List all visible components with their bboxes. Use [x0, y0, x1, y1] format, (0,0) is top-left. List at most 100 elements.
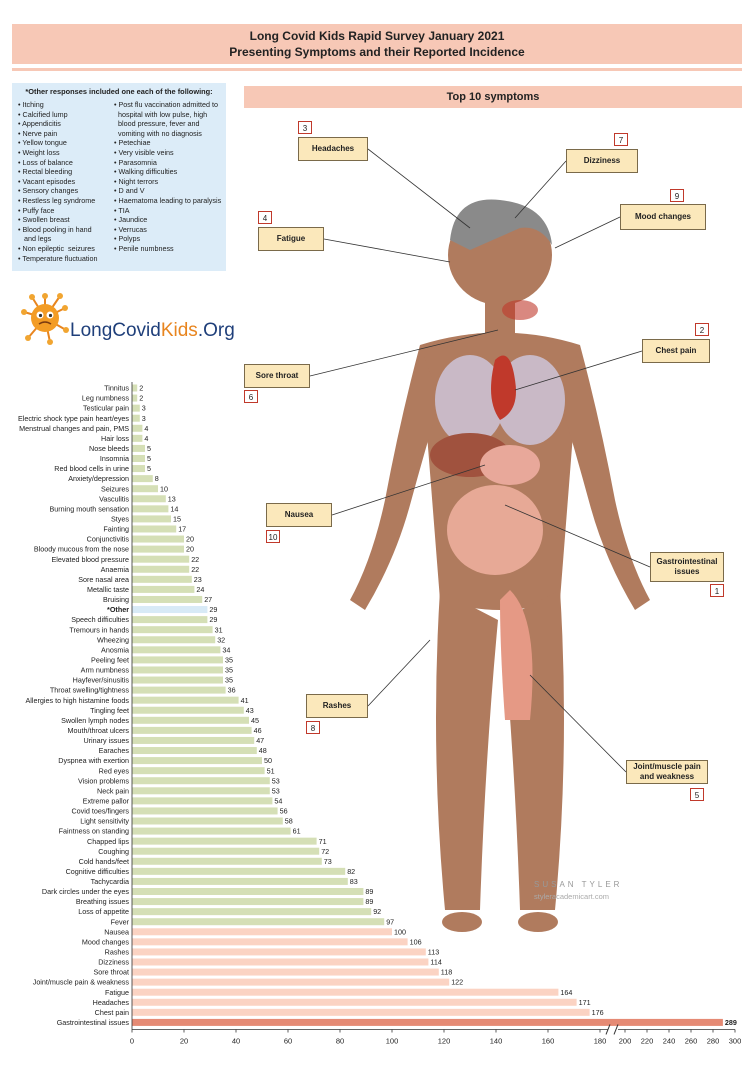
- category-label: Faintness on standing: [59, 827, 129, 836]
- bar: [132, 747, 257, 755]
- category-label: Fainting: [103, 525, 129, 534]
- bar: [132, 797, 273, 805]
- value-label: 92: [373, 907, 381, 916]
- category-label: Vasculitis: [99, 494, 129, 503]
- category-label: Menstrual changes and pain, PMS: [19, 424, 129, 433]
- bar: [132, 827, 291, 835]
- value-label: 71: [319, 837, 327, 846]
- other-response-item: • Penile numbness: [114, 243, 174, 253]
- category-label: Hair loss: [101, 434, 129, 443]
- bar: [132, 636, 216, 644]
- category-label: Styes: [111, 515, 129, 524]
- category-label: Nose bleeds: [89, 444, 129, 453]
- value-label: 53: [272, 776, 280, 785]
- credit-site: styleracademicart.com: [534, 892, 610, 901]
- value-label: 100: [394, 927, 406, 936]
- bar: [132, 575, 192, 583]
- callout-mood-changes: Mood changes: [620, 204, 706, 230]
- other-response-item: • Non epileptic seizures: [18, 243, 95, 253]
- other-response-item: • Puffy face: [18, 205, 55, 215]
- value-label: 17: [178, 525, 186, 534]
- category-label: Gastrointestinal issues: [57, 1018, 130, 1027]
- bar: [132, 565, 190, 573]
- other-response-item: • Yellow tongue: [18, 138, 67, 148]
- bar: [132, 817, 283, 825]
- bar: [132, 515, 171, 523]
- category-label: Coughing: [98, 847, 129, 856]
- other-response-item: blood pressure, fever and: [114, 119, 200, 129]
- other-response-item: • Itching: [18, 100, 44, 109]
- value-label: 31: [215, 625, 223, 634]
- value-label: 10: [160, 484, 168, 493]
- value-label: 289: [725, 1018, 737, 1027]
- value-label: 24: [196, 585, 204, 594]
- category-label: Seizures: [101, 484, 129, 493]
- category-label: Dyspnea with exertion: [58, 756, 129, 765]
- bar: [132, 928, 392, 936]
- value-label: 118: [441, 968, 452, 977]
- leader-line: [514, 160, 567, 219]
- bar: [132, 585, 195, 593]
- value-label: 20: [186, 545, 194, 554]
- bar: [132, 837, 317, 845]
- axis-break-mark: [613, 1024, 619, 1035]
- value-label: 3: [142, 414, 146, 423]
- value-label: 5: [147, 464, 151, 473]
- category-label: Allergies to high histamine foods: [26, 696, 130, 705]
- other-response-item: • Calcified lump: [18, 109, 68, 119]
- value-label: 89: [365, 897, 373, 906]
- bar: [132, 807, 278, 815]
- x-tick-label: 280: [707, 1036, 720, 1045]
- callout-rank: 5: [690, 788, 704, 801]
- bar: [132, 968, 439, 976]
- logo-text: LongCovidKids.Org: [70, 320, 235, 341]
- value-label: 46: [254, 726, 262, 735]
- value-label: 54: [274, 796, 282, 805]
- other-response-item: • Jaundice: [114, 215, 148, 225]
- category-label: *Other: [107, 605, 129, 614]
- other-responses-heading: *Other responses included one each of th…: [25, 87, 213, 96]
- bar: [132, 888, 364, 895]
- leader-line: [529, 674, 627, 773]
- category-label: Arm numbness: [81, 666, 130, 675]
- callout-nausea: Nausea: [266, 503, 332, 527]
- x-tick-label: 40: [232, 1036, 240, 1045]
- category-label: Swollen lymph nodes: [61, 716, 129, 725]
- x-tick-label: 120: [438, 1036, 451, 1045]
- value-label: 48: [259, 746, 267, 755]
- other-response-item: • Night terrors: [114, 176, 159, 186]
- title-banner: Long Covid Kids Rapid Survey January 202…: [12, 24, 742, 64]
- category-label: Extreme pallor: [83, 796, 130, 805]
- category-label: Red blood cells in urine: [54, 464, 129, 473]
- callout-rank: 10: [266, 530, 280, 543]
- bar: [132, 908, 372, 916]
- value-label: 15: [173, 515, 181, 524]
- other-response-item: • Polyps: [114, 234, 141, 244]
- value-label: 72: [321, 847, 329, 856]
- value-label: 56: [280, 807, 288, 816]
- bar: [132, 958, 429, 966]
- category-label: Metallic taste: [87, 585, 129, 594]
- callout-rashes: Rashes: [306, 694, 368, 718]
- value-label: 45: [251, 716, 259, 725]
- value-label: 50: [264, 756, 272, 765]
- value-label: 27: [204, 595, 212, 604]
- other-response-item: • Walking difficulties: [114, 167, 178, 177]
- value-label: 35: [225, 655, 233, 664]
- category-label: Tinnitus: [104, 384, 129, 393]
- bar: [132, 465, 145, 473]
- other-responses-col1: • Itching• Calcified lump• Appendicitis•…: [18, 100, 98, 263]
- category-label: Insomnia: [100, 454, 129, 463]
- bar: [132, 454, 145, 462]
- category-label: Mouth/throat ulcers: [67, 726, 129, 735]
- bar: [132, 676, 223, 684]
- bar: [132, 686, 226, 694]
- value-label: 53: [272, 786, 280, 795]
- bar: [132, 736, 255, 744]
- value-label: 2: [139, 394, 143, 403]
- category-label: Breathing issues: [76, 897, 130, 906]
- other-response-item: • Weight loss: [18, 147, 60, 157]
- category-label: Dizziness: [98, 958, 129, 967]
